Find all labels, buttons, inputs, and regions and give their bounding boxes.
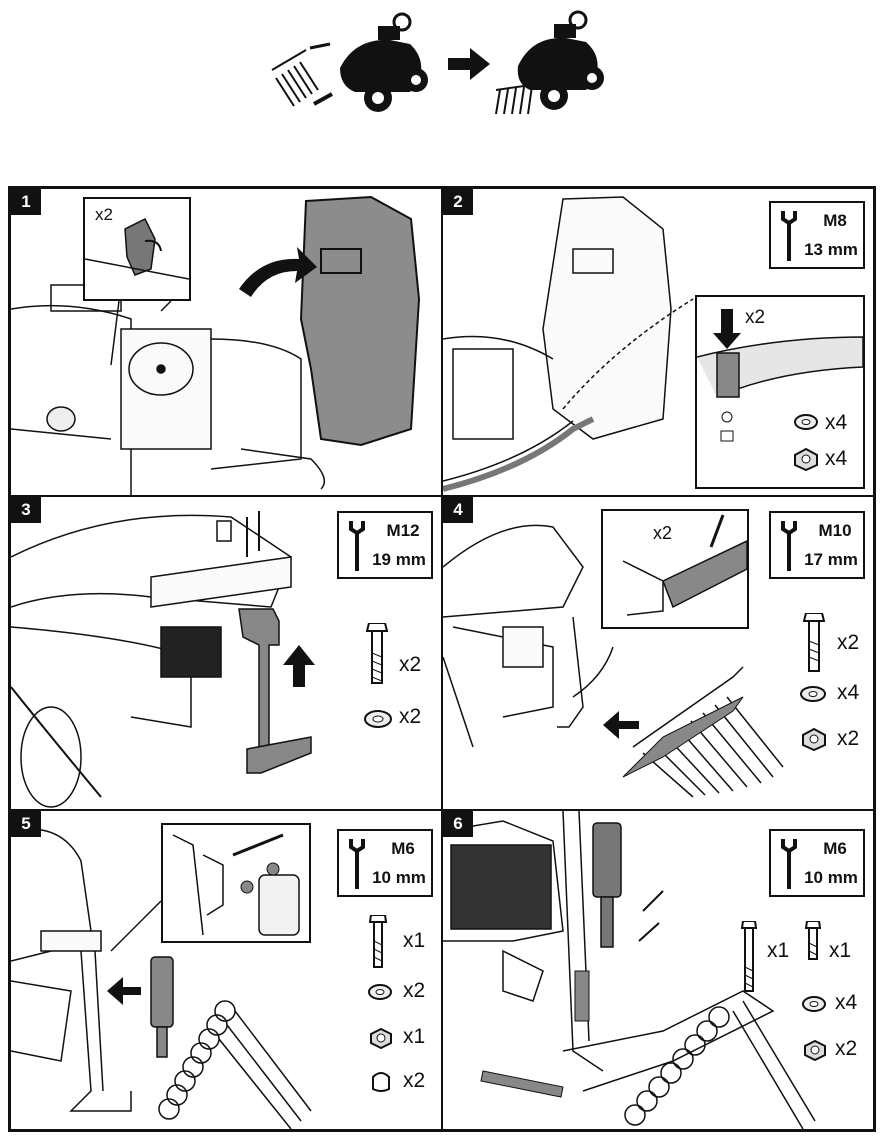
bolt-detail-illustration	[622, 514, 747, 616]
step-2-panel: 2 M8 13 mm x2	[442, 188, 874, 496]
step-number: 3	[11, 497, 41, 523]
bolt-icon	[365, 623, 389, 684]
nut-quantity: x2	[837, 727, 860, 750]
bolt-size: M8	[823, 211, 847, 230]
actuator-cylinder	[150, 956, 174, 1058]
rake-parts-icon	[271, 42, 333, 107]
hero-illustration	[271, 10, 604, 115]
inset-quantity: x2	[653, 523, 673, 543]
actuator-detail-inset	[161, 823, 311, 943]
nut-quantity: x4	[825, 447, 848, 470]
bolt-quantity: x2	[837, 631, 860, 654]
bolt-icon	[805, 921, 821, 960]
arrow-up-icon	[283, 645, 315, 687]
nut-icon	[370, 1027, 392, 1049]
latch-icon	[85, 217, 189, 280]
step-5-panel: 5	[10, 810, 442, 1130]
bolt-quantity: x2	[399, 653, 422, 676]
bracket-detail-illustration	[697, 309, 863, 442]
nut-quantity: x1	[403, 1025, 426, 1048]
rake-tines	[632, 666, 784, 798]
rake-coils	[158, 1000, 312, 1129]
actuator-cylinder	[592, 822, 622, 948]
wrench-icon	[781, 839, 797, 889]
bolt-size: M6	[391, 839, 415, 858]
arrow-left-icon	[603, 711, 639, 739]
bolt-size: M12	[386, 521, 420, 540]
wrench-size-box: M6 10 mm	[337, 829, 433, 897]
wrench-icon	[349, 839, 365, 889]
inset-quantity: x2	[95, 205, 113, 224]
washer-icon	[802, 996, 826, 1012]
bracket-detail-inset: x2 x4 x4	[695, 295, 865, 489]
wrench-size: 17 mm	[804, 550, 858, 569]
engine-hood-cover	[299, 195, 421, 447]
wrench-icon	[781, 521, 797, 571]
step-1-panel: 1 x2	[10, 188, 442, 496]
wrench-size: 19 mm	[372, 550, 426, 569]
wrench-size-box: M12 19 mm	[337, 511, 433, 579]
bolt-size: M6	[823, 839, 847, 858]
arrow-down-icon	[713, 309, 741, 349]
rake-coils	[624, 1000, 816, 1129]
tractor-icon	[340, 12, 428, 112]
inset-quantity: x2	[745, 307, 766, 328]
washer-quantity: x4	[837, 681, 860, 704]
nut-quantity: x2	[835, 1037, 858, 1060]
bolt-detail-inset: x2	[601, 509, 749, 629]
hitch-bracket	[238, 608, 312, 774]
arrow-left-icon	[107, 977, 141, 1005]
bolt-icon	[803, 613, 825, 672]
step-number: 5	[11, 811, 41, 837]
latch-detail-inset: x2	[83, 197, 191, 301]
arrow-right-icon	[448, 48, 490, 80]
long-bolt-icon	[741, 921, 757, 992]
wrench-icon	[349, 521, 365, 571]
washer-icon	[800, 686, 826, 702]
washer-icon	[368, 984, 392, 1000]
step-3-panel: 3 M12 19 mm x	[10, 496, 442, 810]
washer-quantity: x4	[825, 411, 848, 434]
step-5-illustration	[11, 828, 312, 1129]
bolt-size: M10	[818, 521, 852, 540]
wrench-size: 13 mm	[804, 240, 858, 259]
washer-quantity: x2	[403, 979, 426, 1002]
nut-icon	[804, 1039, 826, 1061]
step-number: 4	[443, 497, 473, 523]
step-4-illustration	[443, 524, 784, 798]
spacer-quantity: x2	[403, 1069, 426, 1092]
step-number: 2	[443, 189, 473, 215]
wrench-size-box: M8 13 mm	[769, 201, 865, 269]
washer-icon	[364, 710, 392, 728]
washer-quantity: x2	[399, 705, 422, 728]
tractor-with-rake-icon	[495, 10, 604, 115]
washer-quantity: x4	[835, 991, 858, 1014]
wrench-size-box: M6 10 mm	[769, 829, 865, 897]
actuator-detail-illustration	[172, 833, 300, 936]
step-3-illustration	[11, 511, 315, 808]
bolt-quantity: x1	[829, 939, 852, 962]
step-1-illustration	[11, 195, 421, 495]
step-6-panel: 6	[442, 810, 874, 1130]
bolt-quantity: x1	[403, 929, 426, 952]
wrench-icon	[781, 211, 797, 261]
step-2-illustration	[443, 196, 694, 492]
curved-arrow-icon	[239, 247, 317, 297]
long-bolt-quantity: x1	[767, 939, 790, 962]
spacer-icon	[372, 1072, 390, 1092]
step-6-illustration	[443, 811, 816, 1129]
wrench-size-box: M10 17 mm	[769, 511, 865, 579]
nut-icon	[802, 727, 826, 751]
washer-icon	[794, 414, 818, 430]
bolt-icon	[369, 915, 387, 968]
step-4-panel: 4 x2	[442, 496, 874, 810]
step-number: 6	[443, 811, 473, 837]
nut-icon	[794, 447, 818, 471]
wrench-size: 10 mm	[804, 868, 858, 887]
step-number: 1	[11, 189, 41, 215]
assembly-steps-grid: 1 x2	[8, 186, 876, 1132]
wrench-size: 10 mm	[372, 868, 426, 887]
